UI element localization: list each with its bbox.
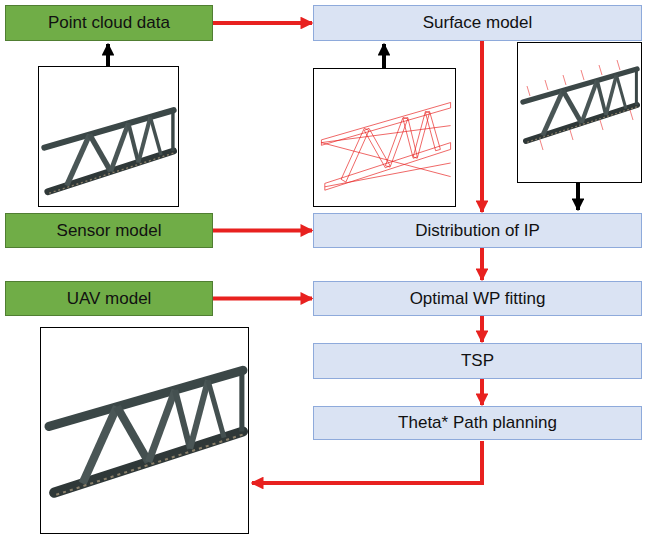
box-label: Point cloud data — [48, 13, 170, 33]
input-box: Point cloud data — [5, 5, 213, 41]
box-label: Surface model — [423, 13, 533, 33]
box-label: Optimal WP fitting — [410, 289, 546, 309]
flow-arrow — [213, 297, 312, 301]
box-label: UAV model — [67, 289, 152, 309]
flow-arrow — [213, 229, 312, 233]
input-box: Sensor model — [5, 213, 213, 248]
process-box: Optimal WP fitting — [313, 281, 642, 316]
input-box: UAV model — [5, 281, 213, 316]
process-box: Distribution of IP — [313, 213, 642, 248]
flow-arrow — [480, 41, 484, 212]
box-label: TSP — [461, 351, 494, 371]
box-label: Sensor model — [57, 221, 162, 241]
process-box: Theta* Path planning — [313, 406, 642, 440]
flow-arrow — [213, 21, 312, 25]
box-label: Theta* Path planning — [398, 413, 557, 433]
box-label: Distribution of IP — [415, 221, 540, 241]
process-box: TSP — [313, 343, 642, 379]
flow-arrow — [480, 316, 484, 342]
flow-arrow — [480, 248, 484, 280]
flow-arrow — [480, 379, 484, 405]
process-box: Surface model — [313, 5, 642, 41]
